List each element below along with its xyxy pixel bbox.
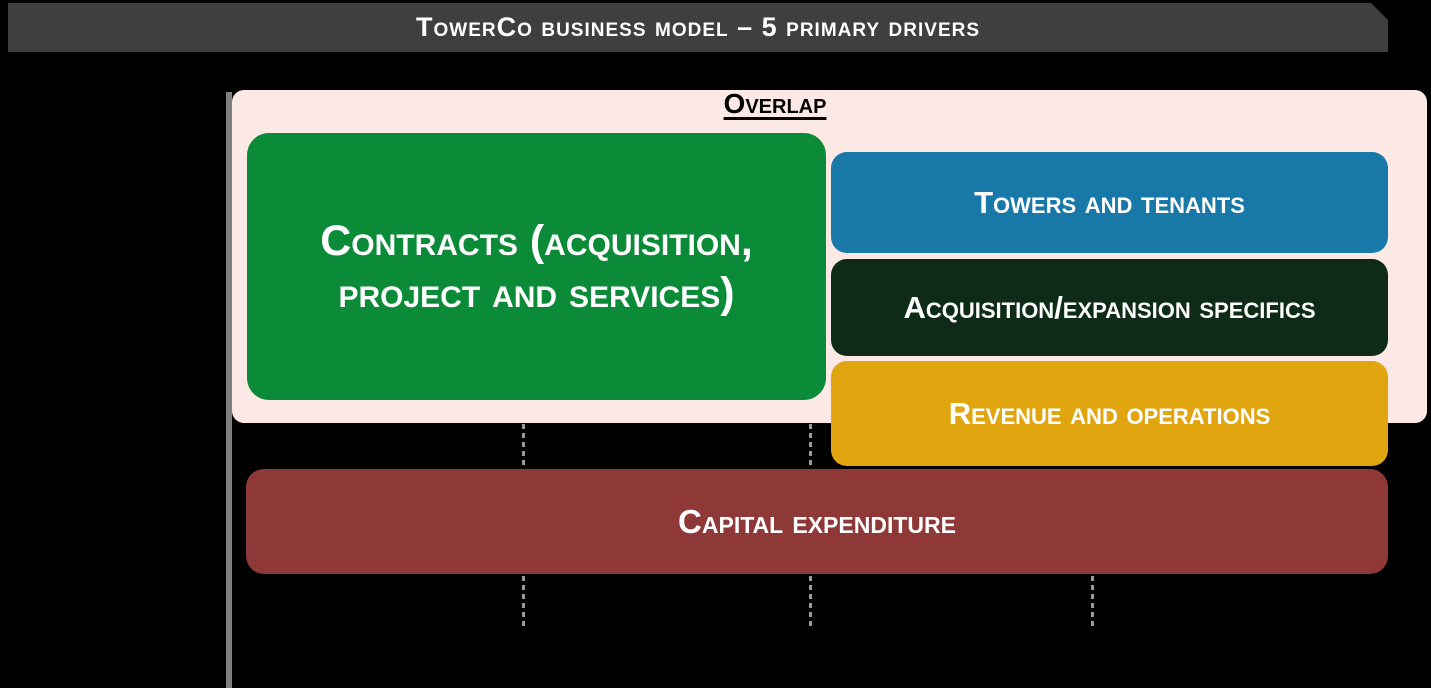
title-bar: TowerCo business model – 5 primary drive…	[8, 3, 1388, 52]
dotted-connector-lower-middle	[809, 576, 812, 628]
contracts-box: Contracts (acquisition, project and serv…	[247, 133, 826, 400]
capital-expenditure-label: Capital expenditure	[678, 502, 956, 540]
towers-and-tenants-label: Towers and tenants	[974, 184, 1245, 220]
overlap-label: Overlap	[723, 88, 827, 119]
dotted-connector-upper-left	[522, 424, 525, 467]
dotted-connector-upper-right	[809, 424, 812, 467]
contracts-box-label-line2: project and services)	[338, 268, 735, 317]
revenue-and-operations-label: Revenue and operations	[948, 395, 1271, 431]
dotted-connector-lower-left	[522, 576, 525, 628]
left-vertical-rule	[226, 92, 232, 688]
towers-and-tenants-box: Towers and tenants	[831, 152, 1388, 253]
capital-expenditure-box: Capital expenditure	[246, 469, 1388, 574]
acquisition-expansion-label: Acquisition/expansion specifics	[903, 289, 1316, 325]
acquisition-expansion-box: Acquisition/expansion specifics	[831, 259, 1388, 356]
dotted-connector-lower-right	[1091, 576, 1094, 628]
revenue-and-operations-box: Revenue and operations	[831, 361, 1388, 466]
slide-title: TowerCo business model – 5 primary drive…	[415, 12, 981, 42]
contracts-box-label-line1: Contracts (acquisition,	[320, 216, 753, 265]
